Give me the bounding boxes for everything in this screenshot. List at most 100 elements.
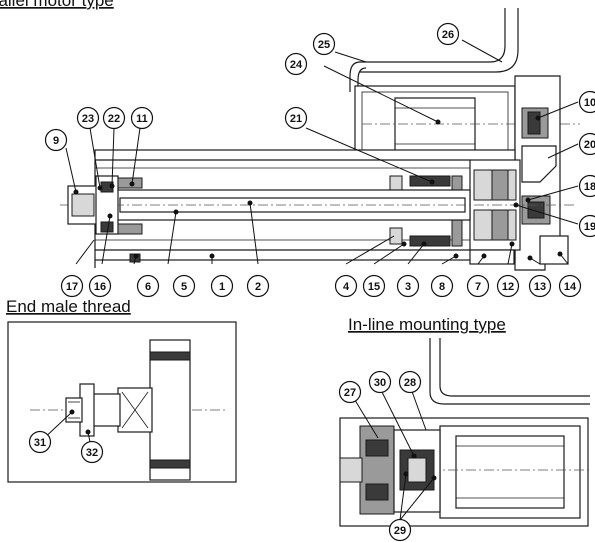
callout-circle: [172, 274, 196, 298]
callout-number: 30: [374, 377, 386, 389]
callout-number: 26: [442, 29, 454, 41]
callout-circle: [60, 274, 84, 298]
inline-rod-cover: [359, 425, 395, 515]
callout-number: 1: [219, 281, 225, 293]
callout-circle: [398, 370, 422, 394]
motor-cable-outer: [360, 8, 506, 63]
callout-9: 9: [44, 128, 68, 152]
callout-number: 22: [108, 113, 120, 125]
callout-circle: [246, 274, 270, 298]
callout-3: 3: [396, 274, 420, 298]
callout-number: 29: [394, 525, 406, 537]
rod-end-nut: [89, 393, 121, 427]
callout-number: 3: [405, 281, 411, 293]
callout-circle: [44, 128, 68, 152]
main-cylinder-section: [60, 8, 580, 271]
callout-circle: [558, 274, 582, 298]
cylinder-end-flange: [149, 339, 191, 481]
callout-number: 19: [584, 221, 595, 233]
callout-10: 10: [578, 90, 595, 114]
callout-31: 31: [28, 430, 52, 454]
callout-18: 18: [578, 174, 595, 198]
callout-circle: [80, 440, 104, 464]
callout-6: 6: [136, 274, 160, 298]
callout-circle: [496, 274, 520, 298]
callout-23: 23: [76, 106, 100, 130]
callout-circle: [466, 274, 490, 298]
callout-circle: [28, 430, 52, 454]
callout-number: 27: [344, 387, 356, 399]
callout-number: 15: [368, 281, 380, 293]
callout-circle: [362, 274, 386, 298]
callout-number: 21: [290, 113, 302, 125]
callout-number: 11: [136, 113, 148, 125]
callout-20: 20: [578, 132, 595, 156]
callout-15: 15: [362, 274, 386, 298]
callout-number: 8: [439, 281, 445, 293]
callout-number: 10: [584, 97, 595, 109]
caption-parallel-motor-type: Parallel motor type: [0, 0, 114, 10]
belt-cover: [521, 145, 557, 183]
callout-25: 25: [312, 32, 336, 56]
callout-number: 32: [86, 447, 98, 459]
callout-29: 29: [388, 518, 412, 542]
callout-4: 4: [334, 274, 358, 298]
callout-circle: [284, 52, 308, 76]
callout-circle: [136, 274, 160, 298]
callout-27: 27: [338, 380, 362, 404]
callout-13: 13: [528, 274, 552, 298]
callout-number: 5: [181, 281, 187, 293]
callout-number: 12: [502, 281, 514, 293]
inline-mounting-detail: [339, 338, 590, 527]
callout-5: 5: [172, 274, 196, 298]
callout-circle: [102, 106, 126, 130]
bushing-lower: [117, 223, 143, 235]
callout-number: 14: [564, 281, 577, 293]
callout-number: 4: [343, 281, 350, 293]
callout-7: 7: [466, 274, 490, 298]
callout-30: 30: [368, 370, 392, 394]
callout-number: 25: [318, 39, 330, 51]
callout-24: 24: [284, 52, 308, 76]
callout-32: 32: [80, 440, 104, 464]
callout-circle: [338, 380, 362, 404]
callout-1: 1: [210, 274, 234, 298]
encoder-cable: [349, 61, 361, 92]
motor-cable-inner: [360, 8, 519, 73]
inline-cable: [429, 338, 590, 397]
male-thread: [65, 397, 83, 423]
callout-circle: [312, 32, 336, 56]
callout-number: 17: [66, 281, 78, 293]
callout-circle: [578, 132, 595, 156]
callout-circle: [210, 274, 234, 298]
callout-number: 20: [584, 139, 595, 151]
callout-26: 26: [436, 22, 460, 46]
callout-circle: [578, 174, 595, 198]
callout-number: 28: [404, 377, 416, 389]
callout-circle: [76, 106, 100, 130]
callout-circle: [368, 370, 392, 394]
leader-lines: [39, 39, 579, 521]
callout-number: 2: [255, 281, 261, 293]
callout-circle: [528, 274, 552, 298]
callout-circle: [284, 106, 308, 130]
callout-circle: [578, 90, 595, 114]
callout-14: 14: [558, 274, 582, 298]
caption-inline-mounting-type: In-line mounting type: [348, 315, 506, 334]
encoder-cable-inner: [357, 67, 367, 92]
callout-number: 9: [53, 135, 59, 147]
callout-number: 6: [145, 281, 151, 293]
callout-12: 12: [496, 274, 520, 298]
end-cover: [539, 235, 569, 265]
callout-number: 13: [534, 281, 546, 293]
callout-circle: [578, 214, 595, 238]
end-male-thread-detail: [7, 321, 237, 483]
callout-number: 18: [584, 181, 595, 193]
callout-number: 31: [34, 437, 46, 449]
callout-number: 24: [290, 59, 303, 71]
callout-16: 16: [88, 274, 112, 298]
callout-circle: [436, 22, 460, 46]
